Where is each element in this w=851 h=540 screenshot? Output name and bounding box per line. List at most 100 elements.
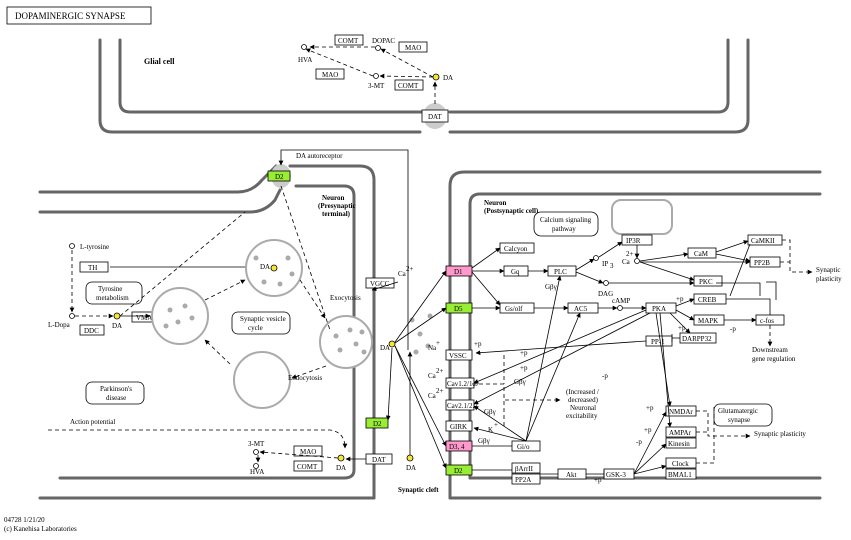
presynaptic-membrane-inner xyxy=(38,188,282,214)
glial-membrane-right-outer xyxy=(448,38,750,134)
svg-text:K: K xyxy=(488,426,493,434)
presynaptic-synthesis: L-tyrosine TH Tyrosine metabolism L-Dopa… xyxy=(48,185,373,449)
da-cleft xyxy=(388,340,396,348)
svg-text:Gβγ: Gβγ xyxy=(545,283,557,291)
svg-text:Exocytosis: Exocytosis xyxy=(330,294,361,302)
svg-text:Action potential: Action potential xyxy=(70,418,115,426)
postsynaptic-label-2: (Postsynaptic cell) xyxy=(484,207,539,215)
glial-membrane-inner xyxy=(118,38,427,114)
svg-text:pathway: pathway xyxy=(552,225,576,233)
svg-text:Synaptic vesicle: Synaptic vesicle xyxy=(240,315,286,323)
vgcc: VGCC Ca 2+ xyxy=(365,265,414,292)
svg-text:DA: DA xyxy=(336,464,346,472)
da-receptor-arrows xyxy=(385,270,447,469)
svg-text:D5: D5 xyxy=(454,305,463,313)
svg-text:DAG: DAG xyxy=(598,290,613,298)
svg-text:MAO: MAO xyxy=(300,448,316,456)
svg-text:Synaptic plasticity: Synaptic plasticity xyxy=(754,430,806,438)
svg-text:Clock: Clock xyxy=(672,460,689,468)
svg-text:(Increased /: (Increased / xyxy=(566,388,599,396)
svg-text:DAT: DAT xyxy=(372,456,386,464)
svg-text:PLC: PLC xyxy=(554,268,567,276)
svg-text:CREB: CREB xyxy=(698,296,717,304)
svg-text:Endocytosis: Endocytosis xyxy=(288,374,322,382)
svg-text:gene regulation: gene regulation xyxy=(752,355,796,363)
svg-text:+: + xyxy=(494,421,498,429)
svg-text:-p: -p xyxy=(636,438,642,446)
svg-text:DA: DA xyxy=(443,74,453,82)
glial-membrane-right-inner xyxy=(448,38,730,114)
svg-text:Ca: Ca xyxy=(398,270,407,278)
svg-text:-p: -p xyxy=(730,325,736,333)
presynaptic-degradation: 3-MT HVA MAO COMT DA DAT DA xyxy=(248,351,416,476)
da-autoreceptor-label: DA autoreceptor xyxy=(296,152,343,160)
svg-text:DOPAC: DOPAC xyxy=(372,37,395,45)
svg-text:DARPP32: DARPP32 xyxy=(682,335,712,343)
presynaptic-label-3: terminal) xyxy=(322,210,351,218)
svg-text:decreased): decreased) xyxy=(568,396,599,404)
svg-text:+p: +p xyxy=(520,349,528,357)
svg-text:GSK-3: GSK-3 xyxy=(606,471,626,479)
svg-text:Gi/o: Gi/o xyxy=(517,443,530,451)
presynaptic-membrane-top xyxy=(288,164,376,500)
svg-text:disease: disease xyxy=(106,394,126,402)
svg-text:+p: +p xyxy=(646,404,654,412)
d2-autoreceptor: D2 xyxy=(267,164,291,188)
svg-text:βArrII: βArrII xyxy=(515,465,534,473)
svg-text:2+: 2+ xyxy=(436,387,444,395)
presynaptic-label-1: Neuron xyxy=(322,194,345,202)
svg-text:Na: Na xyxy=(428,344,437,352)
svg-text:+p: +p xyxy=(678,324,686,332)
svg-text:DA: DA xyxy=(406,464,416,472)
svg-text:VSSC: VSSC xyxy=(449,352,467,360)
svg-text:DA: DA xyxy=(112,322,122,330)
svg-text:cycle: cycle xyxy=(248,324,263,332)
svg-text:DDC: DDC xyxy=(84,327,99,335)
svg-text:D2: D2 xyxy=(373,420,382,428)
svg-text:Ca: Ca xyxy=(428,392,437,400)
svg-text:2+: 2+ xyxy=(626,250,634,258)
svg-text:MAPK: MAPK xyxy=(698,317,718,325)
svg-text:PP-1: PP-1 xyxy=(651,338,665,346)
svg-text:PP2A: PP2A xyxy=(515,476,531,484)
svg-text:D2: D2 xyxy=(454,467,463,475)
svg-text:2+: 2+ xyxy=(406,265,414,273)
da-to-autoreceptor xyxy=(278,149,409,350)
glial-cell-label: Glial cell xyxy=(144,57,175,66)
svg-text:Ca: Ca xyxy=(428,372,437,380)
title-box: DOPAMINERGIC SYNAPSE xyxy=(6,6,152,25)
svg-text:Calcyon: Calcyon xyxy=(504,245,528,253)
svg-text:excitability: excitability xyxy=(566,412,598,420)
svg-text:metabolism: metabolism xyxy=(96,294,129,302)
postsynaptic-signaling: Calcium signaling pathway Calcyon Gq PLC… xyxy=(428,199,842,485)
svg-text:Cav2.1/2.2: Cav2.1/2.2 xyxy=(447,402,478,410)
postsynaptic-membrane-inner xyxy=(468,192,822,480)
svg-text:Parkinson's: Parkinson's xyxy=(100,385,132,393)
receptor-d5: D5 xyxy=(445,302,473,314)
svg-text:Gβγ: Gβγ xyxy=(484,408,496,416)
svg-text:Downstream: Downstream xyxy=(752,346,788,354)
svg-text:3-MT: 3-MT xyxy=(368,82,385,90)
postsynaptic-membrane-outer xyxy=(448,170,822,500)
svg-text:plasticity: plasticity xyxy=(816,275,842,283)
svg-text:Neuronal: Neuronal xyxy=(570,404,596,412)
svg-text:Cav1.2/1.3: Cav1.2/1.3 xyxy=(447,380,478,388)
svg-text:COMT: COMT xyxy=(398,82,419,90)
glial-membrane-outer xyxy=(98,38,422,134)
svg-text:NMDAr: NMDAr xyxy=(669,408,693,416)
svg-text:3-MT: 3-MT xyxy=(248,440,265,448)
svg-text:AC5: AC5 xyxy=(574,305,588,313)
svg-text:c-fos: c-fos xyxy=(760,317,774,325)
svg-text:+p: +p xyxy=(644,426,652,434)
svg-text:L-Dopa: L-Dopa xyxy=(48,321,71,329)
svg-text:cAMP: cAMP xyxy=(612,297,630,305)
svg-text:Kinesin: Kinesin xyxy=(668,440,690,448)
svg-text:D3, 4: D3, 4 xyxy=(449,443,465,451)
svg-text:+p: +p xyxy=(520,364,528,372)
svg-text:DA: DA xyxy=(260,263,270,271)
svg-text:PP2B: PP2B xyxy=(754,259,770,267)
glial-dat: DAT xyxy=(421,103,449,129)
svg-text:CaMKII: CaMKII xyxy=(751,237,775,245)
svg-text:MAO: MAO xyxy=(405,44,421,52)
phospho-labels: +p +p -p +p +p +p -p +p +p +p -p Ca 2+ C… xyxy=(428,295,736,484)
